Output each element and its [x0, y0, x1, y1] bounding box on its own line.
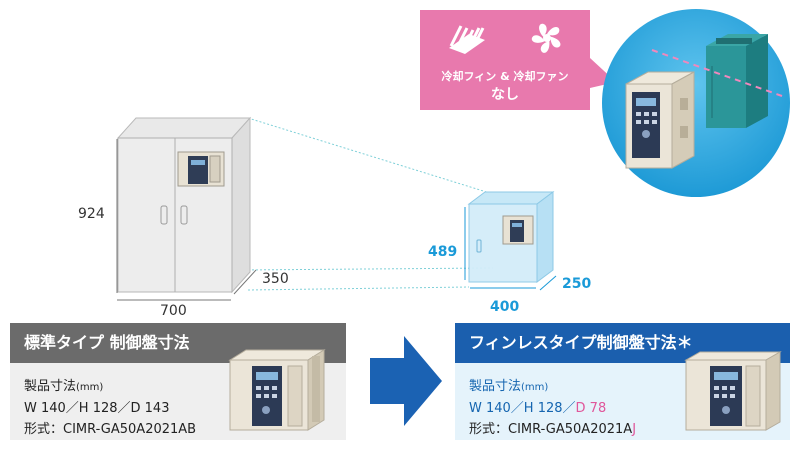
- arrow-icon: [370, 336, 442, 426]
- finless-inverter-icon: [684, 351, 782, 431]
- finless-dims-prefix: W 140／H 128／: [469, 401, 576, 416]
- finless-spec-heading-text: 製品寸法: [469, 379, 522, 394]
- finless-spec-model: 形式：CIMR-GA50A2021AJ: [469, 418, 636, 437]
- callout-line1: 冷却フィン & 冷却ファン: [441, 70, 569, 83]
- callout-line2: なし: [491, 87, 519, 103]
- standard-spec-unit: (mm): [76, 382, 104, 393]
- inverter-icon-finless-small: [502, 215, 534, 245]
- finless-cabinet: [467, 191, 555, 283]
- cooling-fan-icon: [531, 23, 561, 53]
- finless-model-suffix: J: [632, 422, 637, 437]
- standard-height-label: 924: [78, 206, 105, 222]
- finless-height-label: 489: [428, 244, 458, 260]
- standard-spec-model: 形式：CIMR-GA50A2021AB: [24, 422, 197, 437]
- finless-depth-label: 250: [562, 276, 592, 292]
- standard-depth-label: 350: [262, 271, 289, 287]
- standard-spec-heading-text: 製品寸法: [24, 379, 77, 394]
- callout-bubble: [420, 10, 616, 110]
- finless-spec-heading: 製品寸法(mm): [469, 375, 548, 394]
- standard-cabinet: [116, 116, 252, 294]
- finless-dims-depth: D 78: [575, 401, 607, 416]
- finless-spec-unit: (mm): [521, 382, 549, 393]
- standard-width-label: 700: [160, 303, 187, 319]
- inverter-icon-small: [177, 151, 225, 187]
- standard-inverter-icon: [228, 349, 326, 431]
- finless-spec-dims: W 140／H 128／D 78: [469, 397, 606, 416]
- finless-width-label: 400: [490, 299, 520, 315]
- standard-spec-heading: 製品寸法(mm): [24, 375, 103, 394]
- standard-spec-dims: W 140／H 128／D 143: [24, 401, 170, 416]
- finless-inverter-illustration: [602, 9, 790, 197]
- finless-model-prefix: 形式：CIMR-GA50A2021A: [469, 422, 633, 437]
- cooling-fin-icon: [449, 25, 485, 54]
